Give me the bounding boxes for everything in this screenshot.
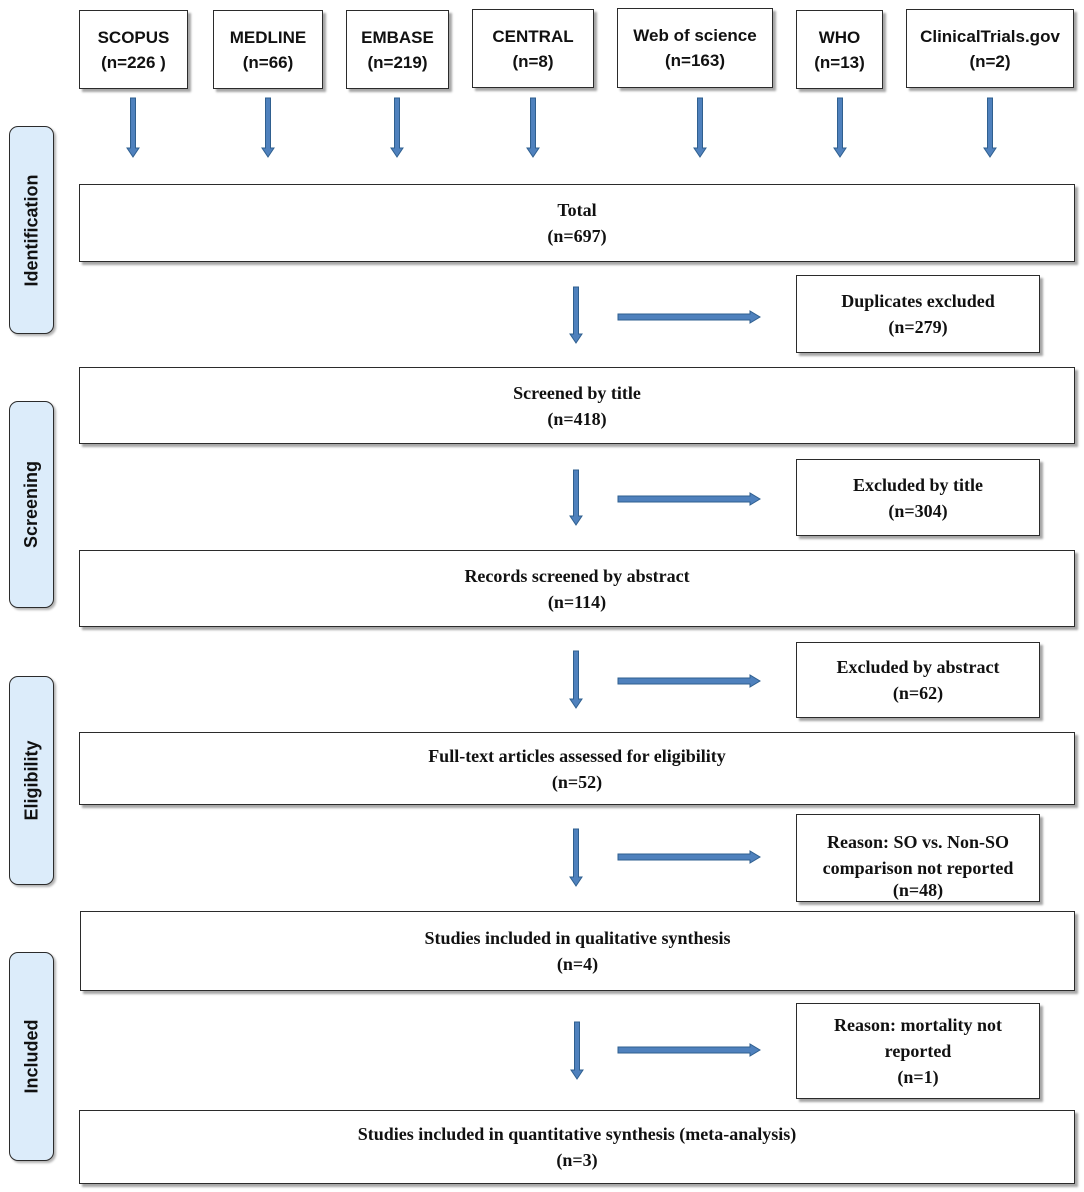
box-count: (n=3) bbox=[556, 1150, 598, 1170]
source-count: (n=219) bbox=[367, 52, 428, 72]
source-count: (n=66) bbox=[242, 52, 294, 72]
box-reason-mortality: Reason: mortality not reported (n=1) bbox=[796, 1003, 1040, 1099]
source-count: (n=8) bbox=[512, 51, 554, 71]
source-name: CENTRAL bbox=[492, 26, 574, 46]
source-box-embase: EMBASE (n=219) bbox=[346, 10, 449, 89]
box-excluded-by-title: Excluded by title (n=304) bbox=[796, 459, 1040, 536]
side-line: (n=279) bbox=[888, 317, 948, 337]
source-name: MEDLINE bbox=[229, 27, 307, 47]
right-arrow-icon bbox=[617, 850, 761, 864]
source-count: (n=2) bbox=[969, 51, 1011, 71]
source-count: (n=163) bbox=[665, 51, 725, 70]
source-name: Web of science bbox=[633, 26, 757, 45]
stage-identification: Identification bbox=[9, 126, 54, 334]
source-box-scopus: SCOPUS (n=226 ) bbox=[79, 10, 188, 89]
box-excluded-by-abstract: Excluded by abstract (n=62) bbox=[796, 642, 1040, 718]
source-box-central: CENTRAL (n=8) bbox=[472, 9, 594, 88]
box-screened-by-title: Screened by title (n=418) bbox=[79, 367, 1075, 444]
source-name: EMBASE bbox=[361, 27, 434, 47]
source-box-web-of-science: Web of science (n=163) bbox=[617, 8, 773, 88]
stage-eligibility: Eligibility bbox=[9, 676, 54, 885]
stage-included: Included bbox=[9, 952, 54, 1161]
box-duplicates-excluded: Duplicates excluded (n=279) bbox=[796, 275, 1040, 353]
source-box-clinicaltrials: ClinicalTrials.gov (n=2) bbox=[906, 9, 1074, 88]
source-name: SCOPUS bbox=[97, 27, 170, 47]
side-line: Excluded by abstract bbox=[836, 657, 1000, 677]
box-title: Full-text articles assessed for eligibil… bbox=[428, 745, 726, 766]
box-title: Screened by title bbox=[513, 382, 641, 403]
box-full-text-assessed: Full-text articles assessed for eligibil… bbox=[79, 732, 1075, 805]
right-arrow-icon bbox=[617, 1043, 761, 1057]
side-line: Reason: mortality not bbox=[834, 1015, 1002, 1035]
box-count: (n=52) bbox=[551, 771, 603, 792]
side-line: reported bbox=[884, 1041, 952, 1061]
down-arrow-icon bbox=[569, 469, 583, 526]
box-title: Total bbox=[557, 200, 597, 220]
box-screened-by-abstract: Records screened by abstract (n=114) bbox=[79, 550, 1075, 627]
side-line: Excluded by title bbox=[852, 474, 983, 495]
down-arrow-icon bbox=[126, 97, 140, 158]
right-arrow-icon bbox=[617, 674, 761, 688]
box-title: Records screened by abstract bbox=[464, 565, 690, 586]
box-count: (n=418) bbox=[547, 408, 607, 429]
source-name: ClinicalTrials.gov bbox=[920, 26, 1060, 46]
box-total: Total (n=697) bbox=[79, 184, 1075, 262]
down-arrow-icon bbox=[569, 650, 583, 709]
down-arrow-icon bbox=[983, 97, 997, 158]
down-arrow-icon bbox=[261, 97, 275, 158]
right-arrows bbox=[617, 310, 761, 1057]
down-arrow-icon bbox=[390, 97, 404, 158]
down-arrow-icon bbox=[693, 97, 707, 158]
box-qualitative-synthesis: Studies included in qualitative synthesi… bbox=[80, 911, 1075, 991]
box-reason-comparison: Reason: SO vs. Non-SO comparison not rep… bbox=[796, 814, 1040, 902]
side-line: (n=304) bbox=[888, 500, 948, 521]
side-line: Duplicates excluded bbox=[841, 291, 995, 311]
box-count: (n=114) bbox=[547, 591, 607, 612]
down-arrow-icon bbox=[569, 286, 583, 344]
side-line: Reason: SO vs. Non-SO bbox=[826, 832, 1010, 852]
down-arrows bbox=[126, 97, 997, 1080]
source-box-who: WHO (n=13) bbox=[796, 10, 883, 89]
down-arrow-icon bbox=[526, 97, 540, 158]
source-count: (n=226 ) bbox=[101, 52, 166, 72]
box-quantitative-synthesis: Studies included in quantitative synthes… bbox=[79, 1110, 1075, 1184]
right-arrow-icon bbox=[617, 310, 761, 324]
box-count: (n=4) bbox=[556, 954, 599, 974]
stage-screening: Screening bbox=[9, 401, 54, 608]
down-arrow-icon bbox=[569, 828, 583, 887]
side-line: (n=1) bbox=[897, 1067, 939, 1087]
source-name: WHO bbox=[818, 27, 861, 47]
right-arrow-icon bbox=[617, 492, 761, 506]
side-line: comparison not reported bbox=[822, 858, 1014, 878]
source-box-medline: MEDLINE (n=66) bbox=[213, 10, 323, 89]
box-title: Studies included in quantitative synthes… bbox=[357, 1124, 797, 1144]
side-line: (n=62) bbox=[892, 683, 944, 703]
box-count: (n=697) bbox=[547, 226, 607, 246]
down-arrow-icon bbox=[833, 97, 847, 158]
box-title: Studies included in qualitative synthesi… bbox=[424, 928, 731, 948]
down-arrow-icon bbox=[570, 1021, 584, 1080]
source-count: (n=13) bbox=[814, 52, 865, 72]
side-line: (n=48) bbox=[892, 880, 944, 900]
